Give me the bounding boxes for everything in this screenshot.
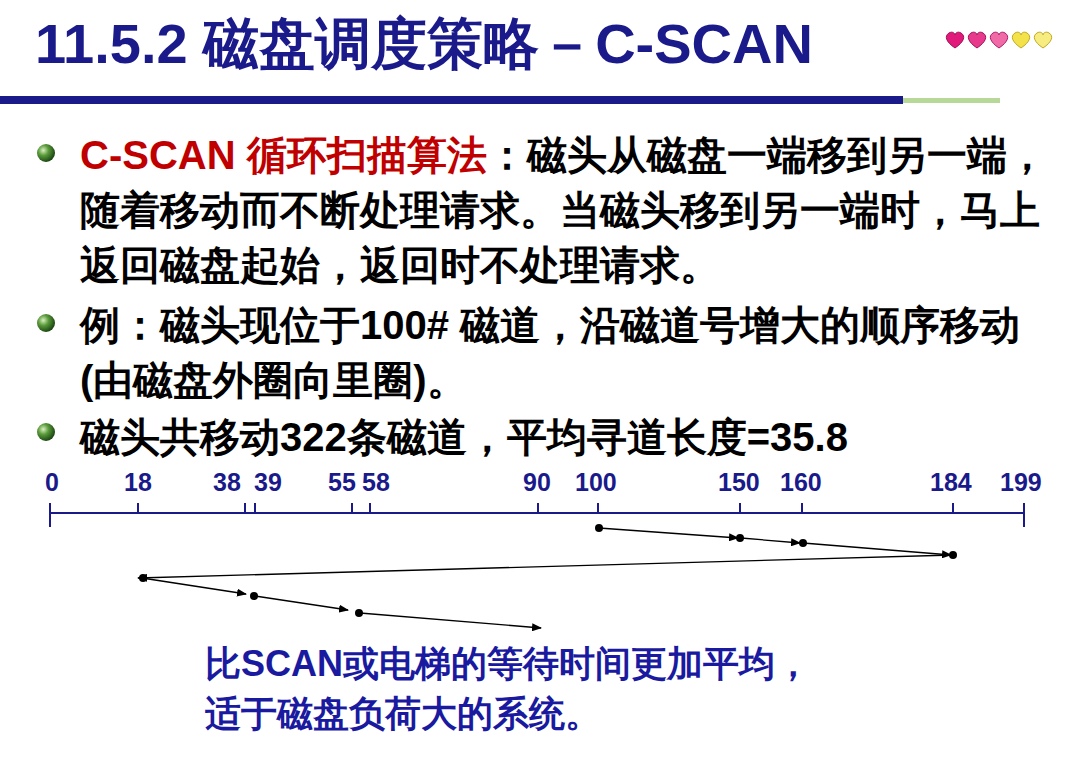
track-number: 55 <box>328 467 356 497</box>
title-bar <box>0 96 903 104</box>
request-dots <box>139 524 957 617</box>
track-number: 150 <box>718 467 760 497</box>
track-number: 38 <box>213 467 241 497</box>
bullet-paragraph: 例：磁头现位于100# 磁道，沿磁道号增大的顺序移动(由磁盘外圈向里圈)。 <box>80 298 1055 408</box>
track-number: 184 <box>930 467 972 497</box>
track-axis <box>50 503 1024 527</box>
example-text: 例：磁头现位于100# 磁道，沿磁道号增大的顺序移动(由磁盘外圈向里圈)。 <box>80 303 1020 402</box>
bullet-paragraph: 磁头共移动322条磁道，平均寻道长度=35.8 <box>80 410 1055 465</box>
bullet-paragraph: C-SCAN 循环扫描算法：磁头从磁盘一端移到另一端，随着移动而不断处理请求。当… <box>80 128 1055 293</box>
track-number: 90 <box>523 467 551 497</box>
hearts-decoration <box>946 32 1051 48</box>
summary-note: 比SCAN或电梯的等待时间更加平均， <box>205 640 1065 688</box>
track-number: 0 <box>45 467 59 497</box>
head-path <box>138 528 953 628</box>
track-number: 18 <box>124 467 152 497</box>
bullet-dot <box>37 423 55 441</box>
slide-title: 11.5.2 磁盘调度策略－C-SCAN <box>35 8 813 80</box>
track-number: 39 <box>254 467 282 497</box>
algorithm-name: C-SCAN 循环扫描算法 <box>80 133 487 177</box>
track-number: 58 <box>362 467 390 497</box>
summary-note: 适于磁盘负荷大的系统。 <box>205 690 1065 738</box>
track-number: 100 <box>575 467 617 497</box>
track-number: 160 <box>780 467 822 497</box>
title-bar-accent <box>903 98 1000 103</box>
bullet-dot <box>37 314 55 332</box>
track-number: 199 <box>1000 467 1042 497</box>
bullet-dot <box>37 144 55 162</box>
result-text: 磁头共移动322条磁道，平均寻道长度=35.8 <box>80 415 848 459</box>
